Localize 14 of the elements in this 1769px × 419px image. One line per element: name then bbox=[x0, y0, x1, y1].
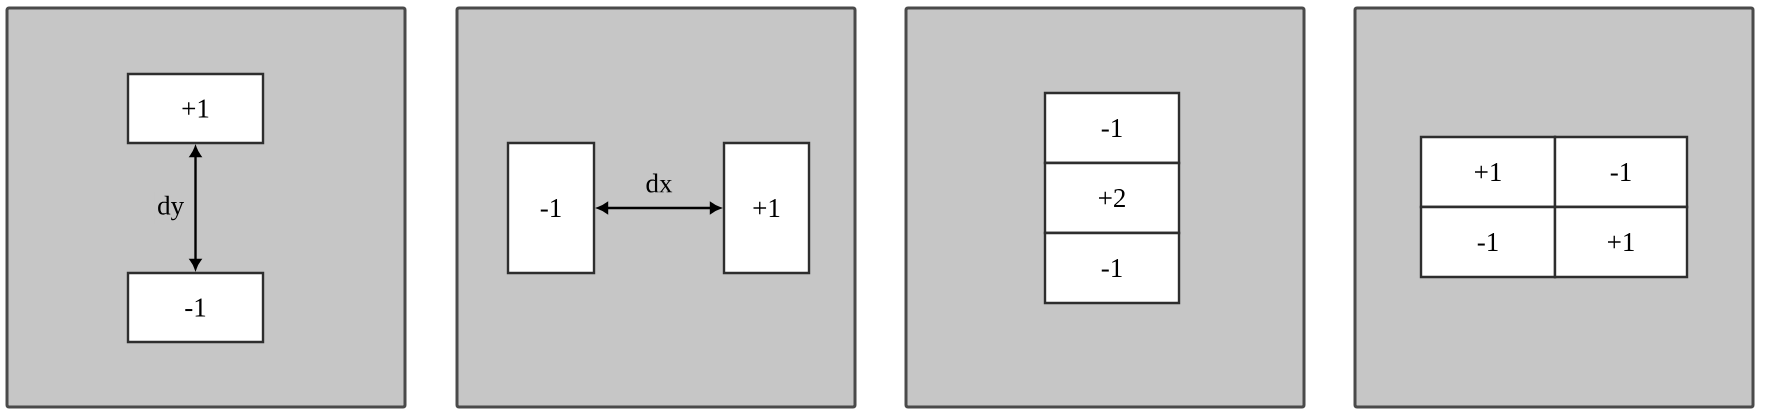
value-box: -1 bbox=[506, 141, 596, 275]
grid-cell: -1 bbox=[1043, 91, 1181, 165]
edge-label: dy bbox=[154, 192, 188, 224]
value-box: +1 bbox=[126, 72, 265, 145]
grid-cell: -1 bbox=[1553, 135, 1689, 209]
grid-cell: +1 bbox=[1553, 205, 1689, 279]
grid-cell: -1 bbox=[1043, 231, 1181, 305]
grid-cell: +2 bbox=[1043, 161, 1181, 235]
value-box: +1 bbox=[722, 141, 811, 275]
value-box: -1 bbox=[126, 271, 265, 344]
grid-cell: +1 bbox=[1419, 135, 1557, 209]
grid-cell: -1 bbox=[1419, 205, 1557, 279]
double-arrow bbox=[597, 202, 721, 214]
double-arrow bbox=[189, 146, 202, 270]
